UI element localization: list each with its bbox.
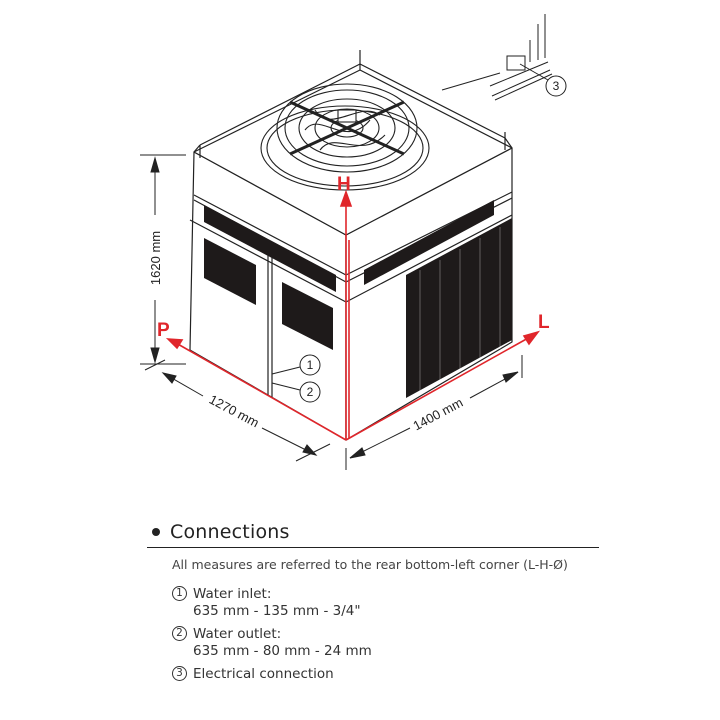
callout-2: 2	[307, 385, 314, 399]
item-label: Electrical connection	[193, 666, 334, 682]
fan-icon	[260, 83, 430, 191]
callout-3: 3	[553, 79, 560, 93]
axis-h-label: H	[337, 174, 351, 195]
divider	[147, 547, 599, 548]
item-label: Water inlet:	[193, 586, 272, 602]
reference-axes	[165, 189, 541, 441]
grilles	[204, 200, 512, 398]
number-circle-icon: 3	[172, 666, 187, 681]
section-header: Connections	[147, 518, 599, 546]
axis-p-label: P	[157, 320, 170, 341]
number-circle-icon: 1	[172, 586, 187, 601]
reference-note: All measures are referred to the rear bo…	[172, 557, 568, 572]
list-item: 2 Water outlet: 635 mm - 80 mm - 24 mm	[172, 626, 599, 660]
connections-section: Connections All measures are referred to…	[147, 518, 599, 689]
callout-1: 1	[307, 358, 314, 372]
callout-markers	[271, 63, 567, 403]
height-dimension: 1620 mm	[148, 231, 163, 285]
connection-list: 1 Water inlet: 635 mm - 135 mm - 3/4" 2 …	[172, 586, 599, 683]
item-value: 635 mm - 80 mm - 24 mm	[193, 643, 372, 659]
item-label: Water outlet:	[193, 626, 282, 642]
list-item: 3 Electrical connection	[172, 666, 599, 683]
item-value: 635 mm - 135 mm - 3/4"	[193, 603, 361, 619]
number-circle-icon: 2	[172, 626, 187, 641]
depth-dimension: 1270 mm	[207, 392, 262, 431]
section-title: Connections	[170, 521, 290, 543]
bullet-icon	[152, 528, 160, 536]
axis-l-label: L	[538, 312, 550, 333]
electrical-detail	[441, 14, 553, 101]
dimension-lines	[140, 154, 523, 470]
list-item: 1 Water inlet: 635 mm - 135 mm - 3/4"	[172, 586, 599, 620]
unit-isometric-drawing: 1620 mm 1270 mm 1400 mm H P L 1 2 3	[140, 14, 567, 470]
length-dimension: 1400 mm	[410, 395, 465, 434]
